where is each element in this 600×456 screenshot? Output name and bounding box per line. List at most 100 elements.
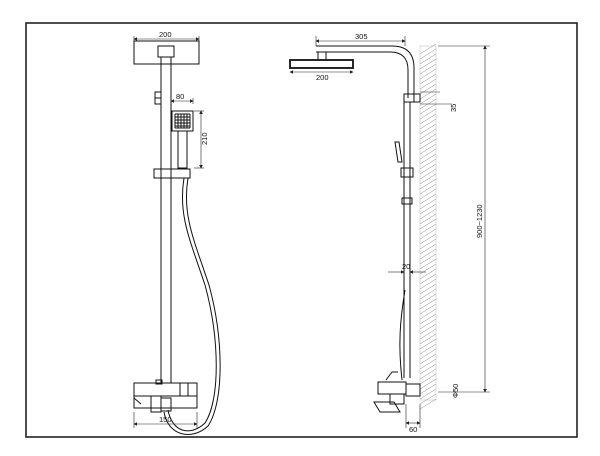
hatch-line <box>419 393 437 405</box>
hatch-line <box>419 108 437 120</box>
hatch-line <box>419 348 437 360</box>
hatch-line <box>419 123 437 135</box>
hatch-line <box>419 43 437 55</box>
front-slider-bracket <box>153 168 191 179</box>
hatch-line <box>419 148 437 160</box>
front-view: 200 80 210 <box>133 30 221 435</box>
hatch-line <box>419 288 437 300</box>
hatch-line <box>419 373 437 385</box>
hatch-line <box>419 103 437 115</box>
hatch-line <box>419 303 437 315</box>
hatch-line <box>419 263 437 275</box>
hatch-line <box>419 183 437 195</box>
hatch-line <box>419 338 437 350</box>
hatch-line <box>419 93 437 105</box>
front-outlet-width-label: 150 <box>159 415 172 424</box>
side-arm-length-label: 305 <box>355 32 368 41</box>
hatch-line <box>419 198 437 210</box>
hatch-line <box>419 253 437 265</box>
hatch-line <box>419 238 437 250</box>
hatch-line <box>419 68 437 80</box>
hatch-line <box>419 278 437 290</box>
front-hand-shower-handle <box>177 130 188 169</box>
hatch-line <box>419 173 437 185</box>
hatch-line <box>419 58 437 70</box>
hatch-line <box>419 233 437 245</box>
hatch-line <box>419 228 437 240</box>
hatch-line <box>419 283 437 295</box>
hatch-line <box>419 133 437 145</box>
hatch-line <box>419 53 437 65</box>
side-slider <box>400 167 414 178</box>
hatch-line <box>419 138 437 150</box>
hatch-line <box>419 78 437 90</box>
hatch-line <box>419 168 437 180</box>
hatch-line <box>419 63 437 75</box>
hatch-line <box>419 73 437 85</box>
hatch-line <box>419 88 437 100</box>
hatch-line <box>419 333 437 345</box>
wall-hatch <box>419 43 437 410</box>
hatch-line <box>419 128 437 140</box>
hatch-line <box>419 158 437 170</box>
hatch-line <box>419 83 437 95</box>
side-wall-inlet <box>405 383 421 397</box>
front-shower-head <box>133 40 200 65</box>
side-bracket-offset-label: 35 <box>449 104 458 112</box>
front-hose-outer <box>167 177 217 432</box>
front-mixer-lever <box>179 382 189 397</box>
wall-section <box>419 45 437 401</box>
hatch-line <box>419 323 437 335</box>
hatch-line <box>419 188 437 200</box>
side-spout <box>373 401 401 413</box>
hatch-line <box>419 313 437 325</box>
hatch-line <box>419 353 437 365</box>
front-handle-height-label: 210 <box>200 132 209 145</box>
hatch-line <box>419 218 437 230</box>
hatch-line <box>419 343 437 355</box>
side-hose <box>399 289 406 381</box>
hatch-line <box>419 113 437 125</box>
hatch-line <box>419 223 437 235</box>
hatch-line <box>419 258 437 270</box>
hatch-line <box>419 378 437 390</box>
hatch-line <box>419 383 437 395</box>
drawing-frame <box>25 22 578 438</box>
side-pipe-diameter-label: 20 <box>402 262 410 271</box>
side-head-width-label: 200 <box>316 73 329 82</box>
front-hose-inner <box>163 177 221 435</box>
front-handle-width-label: 80 <box>176 92 184 101</box>
hatch-line <box>419 213 437 225</box>
side-shower-arm-inner <box>316 51 409 98</box>
hatch-line <box>419 318 437 330</box>
side-total-height-label: 900~1230 <box>475 204 484 238</box>
hatch-line <box>419 398 437 410</box>
side-shower-head <box>289 59 354 69</box>
hatch-line <box>419 243 437 255</box>
front-top-width-label: 200 <box>159 30 172 39</box>
hatch-line <box>419 388 437 400</box>
hatch-line <box>419 308 437 320</box>
hatch-line <box>419 298 437 310</box>
hatch-line <box>419 368 437 380</box>
side-mixer-body <box>377 381 407 395</box>
hatch-line <box>419 163 437 175</box>
hatch-line <box>419 153 437 165</box>
hatch-line <box>419 118 437 130</box>
side-hand-shower <box>394 141 403 163</box>
hatch-line <box>419 48 437 60</box>
hatch-line <box>419 328 437 340</box>
hatch-line <box>419 363 437 375</box>
side-view: 305 200 35 900~1230 20 <box>289 32 490 434</box>
side-wall-bracket-top <box>403 93 415 103</box>
hatch-line <box>419 178 437 190</box>
hatch-line <box>419 358 437 370</box>
hatch-line <box>419 193 437 205</box>
hatch-line <box>419 273 437 285</box>
hatch-line <box>419 268 437 280</box>
hatch-line <box>419 208 437 220</box>
hatch-line <box>419 293 437 305</box>
hatch-line <box>419 248 437 260</box>
hatch-line <box>419 203 437 215</box>
